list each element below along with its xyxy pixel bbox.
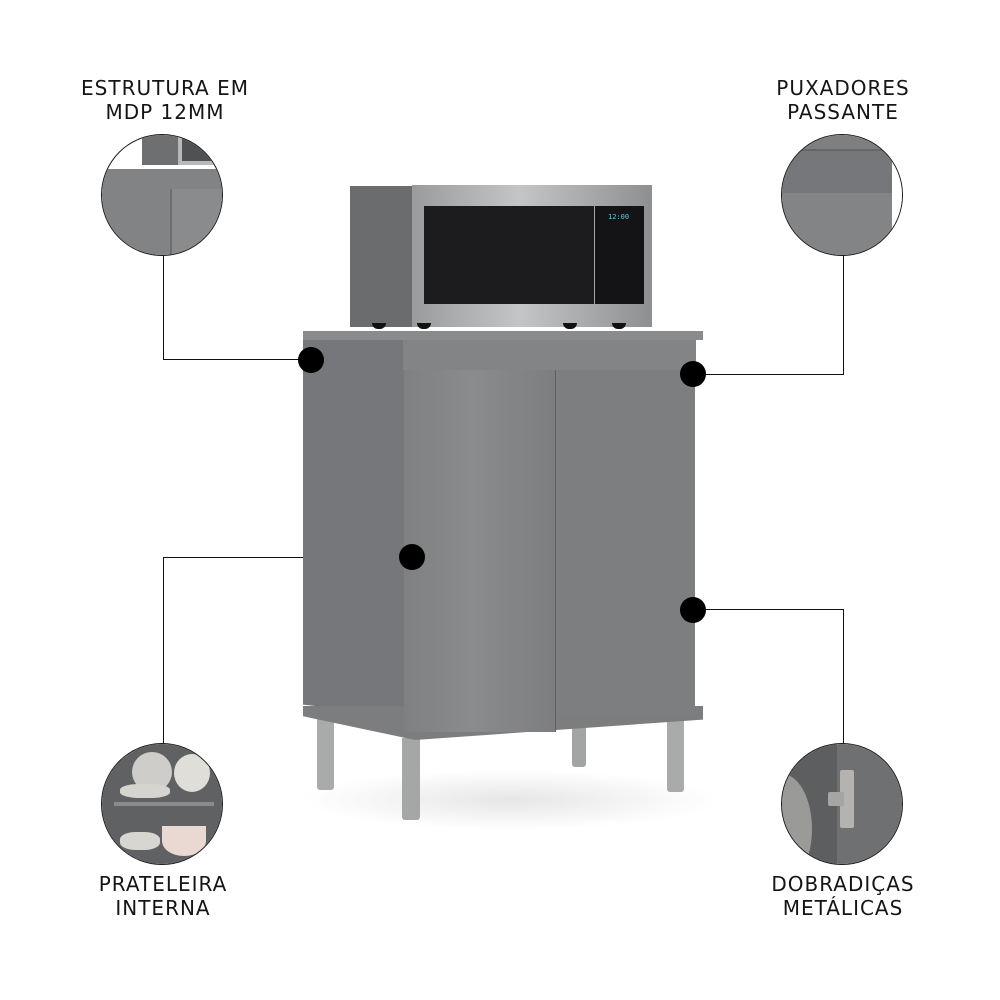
detail-circle-dobradicas: [781, 743, 903, 865]
microwave-foot: [612, 323, 626, 329]
label-line: PASSANTE: [787, 100, 899, 124]
connector-line-estrutura-h: [163, 359, 311, 360]
label-line: METÁLICAS: [782, 896, 904, 920]
hotspot-puxadores[interactable]: [680, 361, 706, 387]
cabinet-leg: [667, 718, 684, 792]
feature-label-puxadores: PUXADORES PASSANTE: [748, 76, 938, 124]
hinge-icon: [840, 770, 854, 828]
feature-label-prateleira: PRATELEIRA INTERNA: [68, 872, 258, 920]
cabinet-leg: [572, 725, 586, 767]
label-line: PUXADORES: [776, 76, 910, 100]
connector-line-puxadores: [843, 256, 844, 375]
label-line: INTERNA: [115, 896, 211, 920]
label-line: MDP 12MM: [105, 100, 225, 124]
microwave-foot: [563, 323, 577, 329]
label-line: DOBRADIÇAS: [771, 872, 915, 896]
hotspot-estrutura[interactable]: [298, 347, 324, 373]
connector-line-dobradicas: [843, 609, 844, 744]
feature-label-dobradicas: DOBRADIÇAS METÁLICAS: [748, 872, 938, 920]
cabinet-front-rail: [403, 340, 696, 370]
label-line: PRATELEIRA: [98, 872, 228, 896]
cabinet-side: [303, 338, 406, 716]
detail-circle-prateleira: [101, 743, 223, 865]
cabinet-door-left[interactable]: [404, 370, 556, 732]
connector-line-dobradicas-h: [693, 609, 844, 610]
microwave-foot: [417, 323, 431, 329]
microwave-side: [350, 186, 412, 327]
microwave-foot: [372, 323, 386, 329]
microwave-display: 12:00: [608, 213, 630, 221]
cabinet-door-right[interactable]: [556, 370, 695, 717]
connector-line-prateleira: [163, 557, 164, 744]
microwave-window: [424, 206, 594, 304]
detail-circle-estrutura: [101, 134, 223, 256]
hotspot-dobradicas[interactable]: [680, 597, 706, 623]
detail-circle-puxadores: [781, 134, 903, 256]
connector-line-estrutura: [163, 256, 164, 360]
cabinet-leg: [402, 738, 420, 820]
feature-label-estrutura: ESTRUTURA EM MDP 12MM: [70, 76, 260, 124]
label-line: ESTRUTURA EM: [81, 76, 249, 100]
hotspot-prateleira[interactable]: [399, 544, 425, 570]
cabinet-leg: [317, 715, 334, 790]
microwave-control-panel: [595, 206, 644, 304]
cabinet-top: [303, 331, 703, 340]
connector-line-puxadores-h: [693, 374, 844, 375]
connector-line-prateleira-h: [163, 557, 413, 558]
